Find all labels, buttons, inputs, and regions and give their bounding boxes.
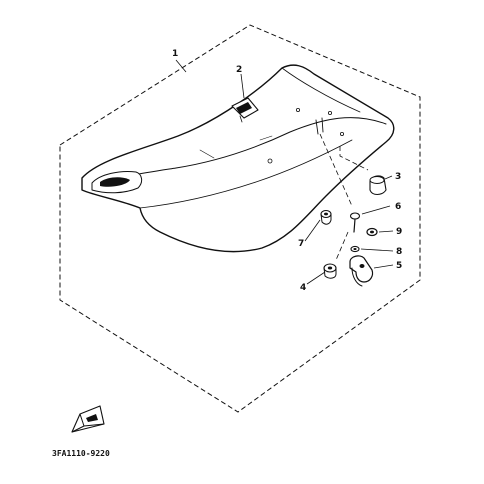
assembly-boundary: [59, 24, 421, 413]
callout-1: 1: [172, 49, 178, 59]
front-direction-arrow-icon: [71, 405, 105, 433]
washer-part: [350, 245, 360, 253]
damper-part: [369, 175, 387, 196]
callout-9: 9: [396, 227, 402, 237]
seat-strap-part: [231, 97, 259, 123]
callout-5: 5: [396, 261, 402, 271]
lock-bracket-part: [349, 255, 374, 287]
bolt-part: [349, 212, 361, 233]
callout-3: 3: [395, 172, 401, 182]
part-code: 3FA1110-9220: [52, 449, 110, 458]
callout-6: 6: [395, 202, 401, 212]
callout-4: 4: [300, 283, 306, 293]
seat-assembly-icon: [81, 64, 395, 253]
cushion-part: [323, 263, 337, 279]
collar-part: [320, 209, 332, 225]
nut-part: [366, 227, 378, 237]
callout-7: 7: [298, 239, 304, 249]
callout-8: 8: [396, 247, 402, 257]
callout-2: 2: [236, 65, 242, 75]
